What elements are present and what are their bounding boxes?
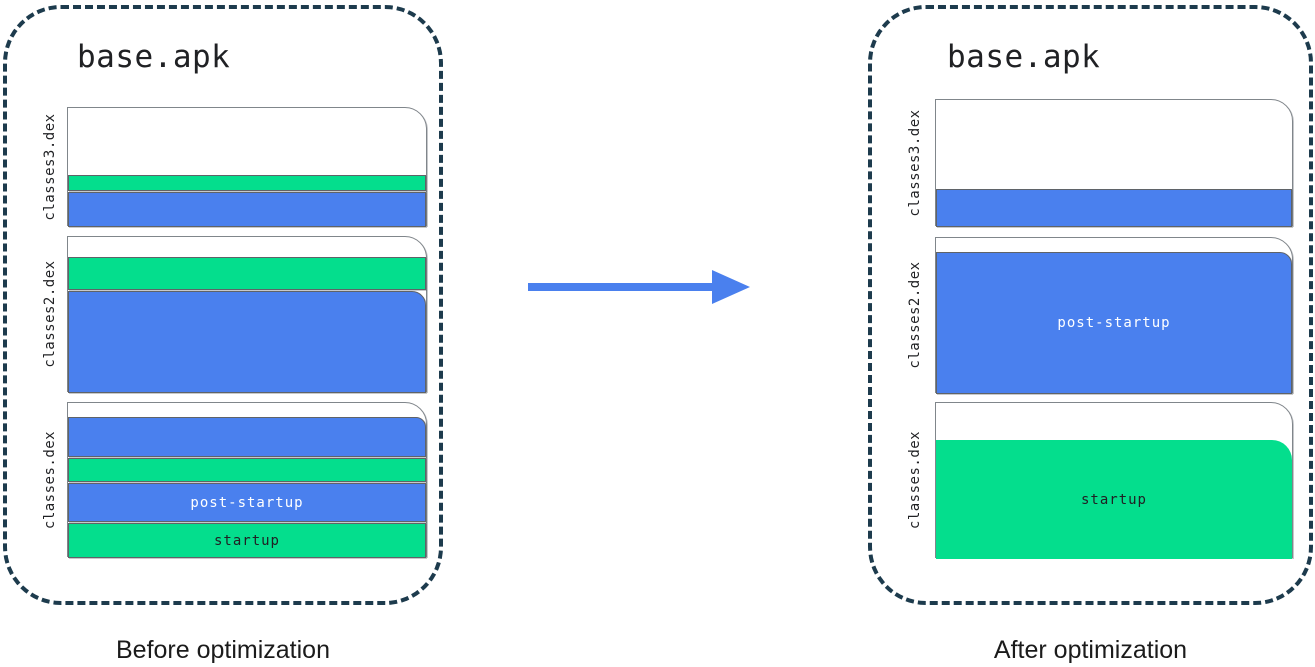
segment-blue — [68, 417, 426, 457]
arrow-head — [712, 270, 750, 304]
segment-green — [68, 175, 426, 191]
dex-file-label: classes.dex — [42, 430, 58, 529]
dex-file-label: classes3.dex — [42, 112, 58, 221]
dex-file-label: classes2.dex — [42, 260, 58, 368]
apk-title-before: base.apk — [77, 39, 231, 75]
dex-file-label: classes3.dex — [907, 108, 923, 217]
file-page-before — [67, 236, 427, 393]
apk-box-before: base.apk classes3.dex classes2.dex post-st… — [3, 5, 443, 605]
file-page-after: post-startup — [935, 237, 1293, 394]
segment-green — [68, 257, 426, 290]
arrow-shaft — [528, 283, 714, 291]
segment-label: startup — [1080, 491, 1147, 508]
segment-blue — [68, 291, 426, 393]
apk-box-after: base.apk classes3.dex post-startup classes… — [868, 5, 1313, 605]
segment-blue-post-startup: post-startup — [68, 483, 426, 522]
apk-title-after: base.apk — [947, 39, 1101, 75]
segment-blue-post-startup: post-startup — [936, 252, 1292, 394]
segment-green-startup: startup — [936, 440, 1292, 559]
segment-blue — [936, 189, 1292, 227]
segment-green — [68, 458, 426, 482]
file-page-after: startup — [935, 402, 1293, 559]
caption-before: Before optimization — [115, 636, 330, 664]
dex-file-label: classes.dex — [907, 430, 923, 530]
file-page-before: post-startup startup — [67, 402, 427, 558]
segment-green-startup: startup — [68, 523, 426, 558]
segment-label: post-startup — [190, 494, 304, 511]
dex-file-label: classes2.dex — [907, 261, 923, 369]
segment-label: startup — [213, 532, 280, 549]
segment-label: post-startup — [1057, 315, 1171, 331]
file-page-after — [935, 99, 1293, 227]
segment-blue — [68, 192, 426, 227]
file-page-before — [67, 107, 427, 227]
transform-arrow — [528, 270, 750, 304]
caption-after: After optimization — [993, 636, 1188, 664]
